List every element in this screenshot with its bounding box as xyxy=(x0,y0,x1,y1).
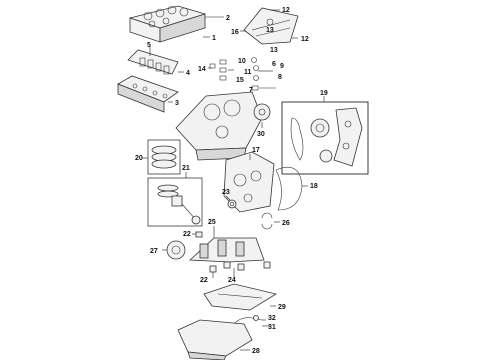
water-pump xyxy=(253,103,271,121)
valve-cover-gasket-group xyxy=(127,49,179,75)
callout-28: 28 xyxy=(252,348,260,355)
timing-components-box xyxy=(281,101,369,175)
callout-3: 3 xyxy=(175,100,179,107)
callout-26: 26 xyxy=(282,220,290,227)
valve-springs-box xyxy=(147,139,181,175)
crank-seal xyxy=(227,199,237,209)
callout-4: 4 xyxy=(186,70,190,77)
callout-23: 23 xyxy=(222,189,230,196)
cover-gasket xyxy=(275,166,303,211)
intake-manifold xyxy=(243,7,299,45)
callout-15: 15 xyxy=(236,77,244,84)
callout-31: 31 xyxy=(268,324,276,331)
main-bearing-caps xyxy=(195,231,271,273)
callout-11: 11 xyxy=(244,69,252,76)
piston-rod-box xyxy=(147,177,203,227)
callout-18: 18 xyxy=(310,183,318,190)
valve-cover xyxy=(117,75,179,113)
callout-7: 7 xyxy=(249,87,253,94)
callout-20: 20 xyxy=(135,155,143,162)
callout-5: 5 xyxy=(147,42,151,49)
callout-8: 8 xyxy=(278,74,282,81)
callout-12b: 12 xyxy=(301,36,309,43)
callout-19: 19 xyxy=(320,90,328,97)
callout-16: 16 xyxy=(231,29,239,36)
callout-32: 32 xyxy=(268,315,276,322)
timing-chain xyxy=(290,117,304,161)
connecting-rod xyxy=(171,195,201,225)
callout-labels: 1 2 3 4 5 6 7 8 9 10 11 12 12 13 13 14 1… xyxy=(135,7,328,355)
callout-2: 2 xyxy=(226,15,230,22)
callout-13a: 13 xyxy=(266,27,274,34)
callout-25: 25 xyxy=(208,219,216,226)
timing-gear xyxy=(310,118,333,163)
piston-rings xyxy=(157,184,179,198)
callout-17: 17 xyxy=(252,147,260,154)
cylinder-head-assembly xyxy=(128,5,207,43)
callout-1: 1 xyxy=(212,35,216,42)
fastener-group xyxy=(209,57,259,91)
callout-14: 14 xyxy=(198,66,206,73)
crank-pulley xyxy=(166,240,186,260)
callout-24: 24 xyxy=(228,277,236,284)
windage-tray xyxy=(203,283,278,311)
callout-29: 29 xyxy=(278,304,286,311)
front-cover xyxy=(223,151,275,213)
valve-springs xyxy=(151,145,177,169)
callout-9: 9 xyxy=(280,63,284,70)
oil-pan xyxy=(177,319,253,360)
timing-cover xyxy=(333,107,363,167)
callout-22b: 22 xyxy=(200,277,208,284)
callout-21: 21 xyxy=(182,165,190,172)
crankshaft xyxy=(189,237,265,263)
callout-6: 6 xyxy=(272,61,276,68)
callout-27: 27 xyxy=(150,248,158,255)
callout-10: 10 xyxy=(238,58,246,65)
main-bearings xyxy=(261,212,273,230)
callout-30: 30 xyxy=(257,131,265,138)
callout-12a: 12 xyxy=(282,7,290,14)
callout-22a: 22 xyxy=(183,231,191,238)
callout-13b: 13 xyxy=(270,47,278,54)
engine-block xyxy=(175,91,263,161)
